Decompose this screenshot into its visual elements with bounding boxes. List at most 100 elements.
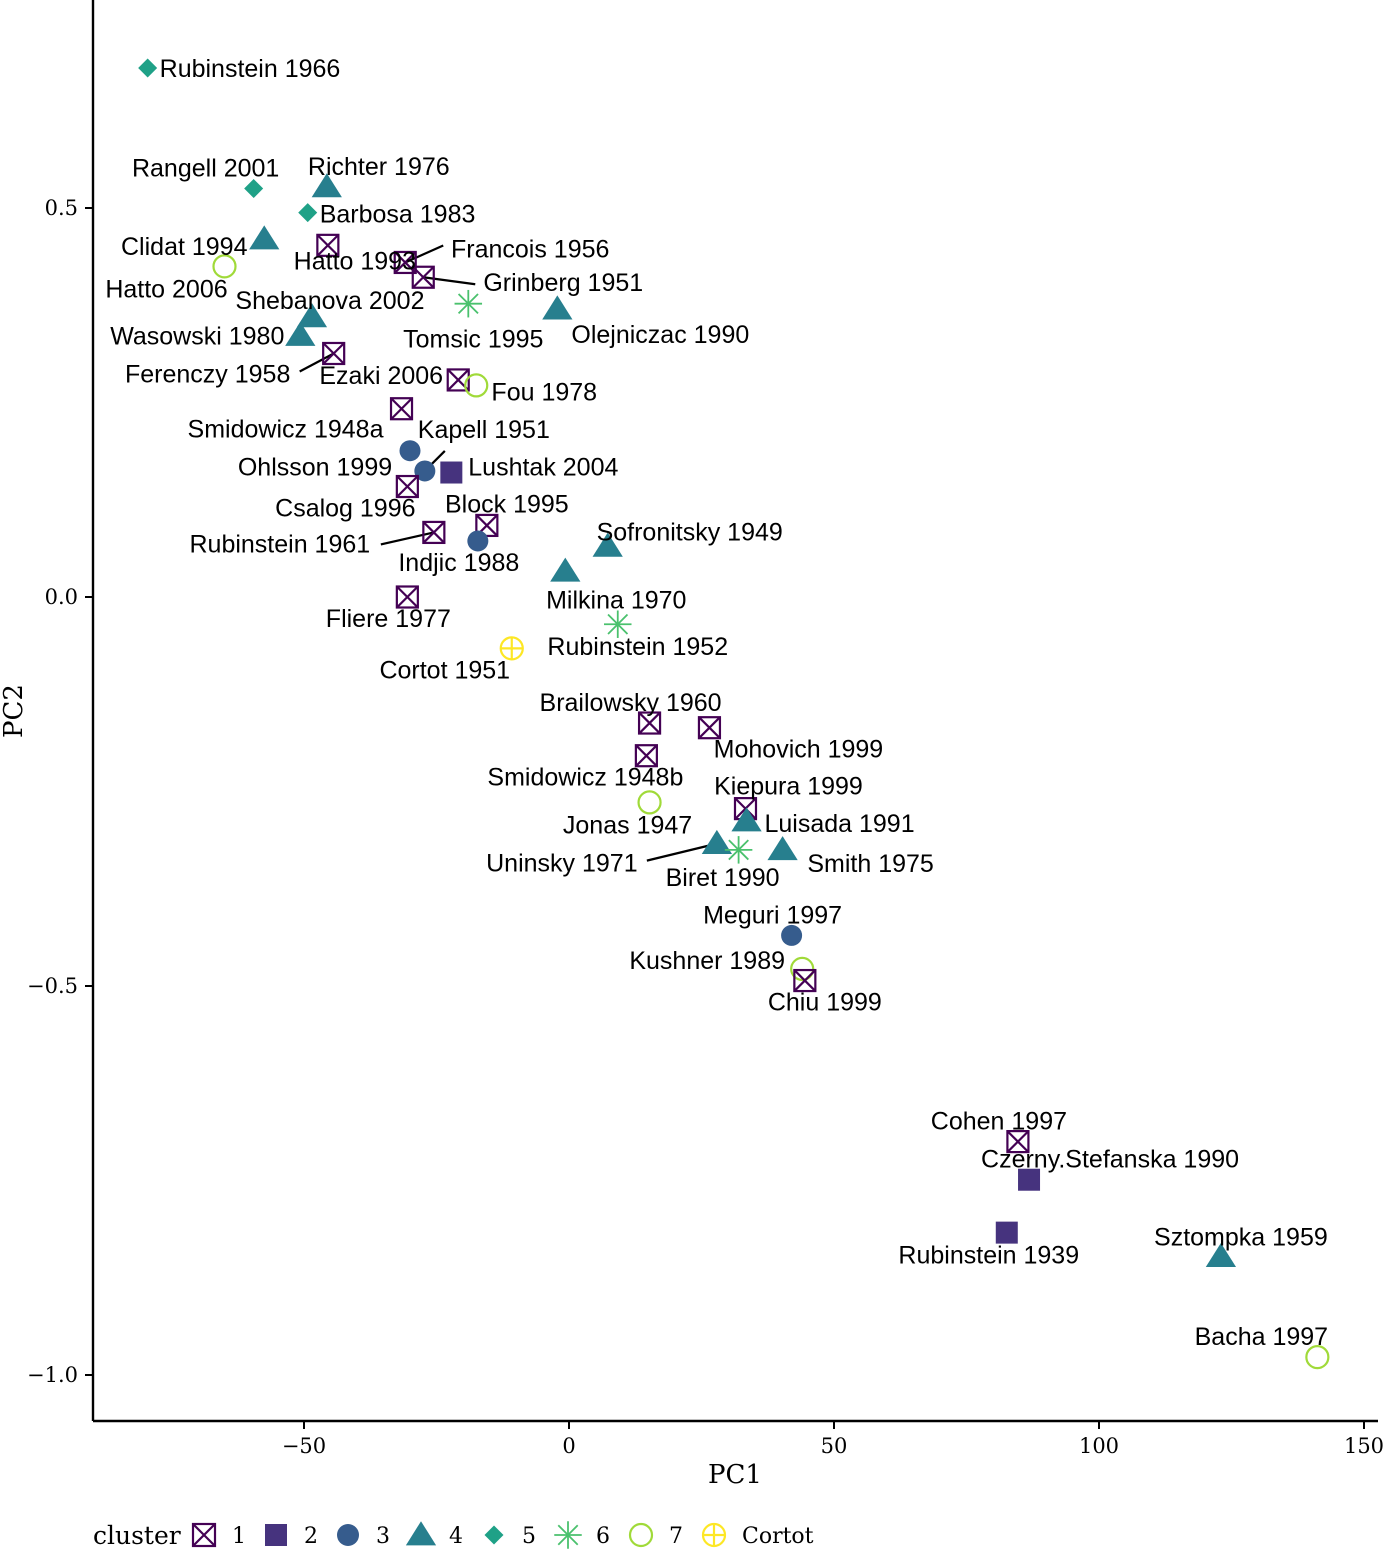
point-marker [767,836,798,861]
point-label: Shebanova 2002 [235,287,424,315]
x-tick-label: 50 [821,1434,848,1458]
x-tick-label: −50 [282,1434,326,1458]
point-label: Lushtak 2004 [468,454,618,482]
point-marker [1006,1129,1030,1154]
legend-key-7-icon [628,1522,654,1548]
legend-key-5-icon [484,1525,504,1545]
legend-key-4-icon [405,1521,437,1546]
point-label: Smidowicz 1948b [487,764,683,792]
point-label: Brailowsky 1960 [540,689,722,717]
point-marker [724,836,753,864]
point-label: Kapell 1951 [418,416,550,444]
point-label: Ezaki 2006 [319,362,443,390]
point-marker [701,829,732,854]
point-label: Uninsky 1971 [486,850,637,878]
point-label: Clidat 1994 [121,233,248,261]
legend-label: 3 [376,1524,390,1549]
point-label: Mohovich 1999 [714,736,884,764]
point-marker [389,397,414,421]
point-label: Ohlsson 1999 [238,454,392,482]
legend-key-2-icon [265,1524,287,1546]
point-marker [464,373,489,398]
point-marker [790,956,815,981]
point-label: Sofronitsky 1949 [597,518,783,546]
point-label: Chiu 1999 [768,989,882,1017]
point-label: Rubinstein 1961 [189,530,370,558]
legend-label: 1 [232,1524,246,1549]
x-tick-label: 0 [562,1434,575,1458]
point-marker [731,807,762,832]
point-label: Richter 1976 [308,153,450,181]
point-label: Fou 1978 [491,378,597,406]
point-label: Sztompka 1959 [1154,1224,1328,1252]
point-marker [454,289,483,318]
leader-line [299,352,335,373]
point-marker [296,303,328,328]
point-marker [637,790,662,815]
point-label: Biret 1990 [666,864,780,892]
point-label: Czerny.Stefanska 1990 [981,1146,1239,1174]
point-label: Wasowski 1980 [110,323,284,351]
point-marker [249,225,280,250]
point-marker [311,173,342,198]
leader-line [423,276,476,286]
point-marker [634,744,658,768]
point-label: Rangell 2001 [132,155,279,183]
point-marker [995,1221,1018,1244]
data-points [138,58,1330,1370]
legend-label: 5 [522,1524,536,1549]
point-label: Smith 1975 [807,850,933,878]
x-axis-title: PC1 [708,1460,762,1490]
legend-label: 2 [304,1524,318,1549]
leader-line [646,842,718,862]
point-label: Grinberg 1951 [483,269,643,297]
point-marker [637,711,662,735]
y-axis-title: PC2 [0,684,29,738]
point-marker [781,924,803,946]
point-marker [399,440,421,462]
legend-label: Cortot [742,1524,814,1549]
point-label: Cohen 1997 [931,1108,1067,1136]
point-marker [1018,1168,1041,1191]
point-marker [244,179,264,199]
point-label: Rubinstein 1952 [547,633,728,661]
point-label: Smidowicz 1948a [188,416,384,444]
y-tick-label: −0.5 [27,974,78,998]
y-tick-label: 0.0 [45,585,78,609]
x-tick-label: 100 [1079,1434,1119,1458]
point-label: Rubinstein 1939 [898,1242,1079,1270]
legend-key-3-icon [337,1524,359,1546]
point-label: Olejniczac 1990 [571,321,749,349]
legend-key-cortot-icon [701,1522,727,1548]
point-marker [422,520,446,545]
x-tick-label: 150 [1344,1434,1384,1458]
point-marker [592,532,623,557]
y-tick-label: 0.5 [45,196,78,220]
leader-line [404,244,444,264]
leader-line [380,531,435,546]
point-marker [414,460,436,482]
legend-label: 7 [669,1524,683,1549]
point-label: Milkina 1970 [546,586,686,614]
point-marker [542,295,573,320]
point-marker [440,461,463,484]
point-label: Cortot 1951 [379,656,510,684]
point-label: Ferenczy 1958 [125,360,290,388]
point-label: Barbosa 1983 [320,201,476,229]
point-marker [138,58,158,78]
legend-key-1-icon [191,1522,217,1548]
legend-key-6-icon [554,1521,582,1549]
point-marker [285,321,316,346]
label-leader-lines [299,244,718,862]
point-marker [550,557,581,582]
point-label: Francois 1956 [451,235,609,263]
point-label: Kiepura 1999 [714,773,863,801]
point-label: Csalog 1996 [275,495,415,523]
point-marker [395,474,419,499]
point-marker [316,233,340,257]
point-marker [467,530,489,552]
